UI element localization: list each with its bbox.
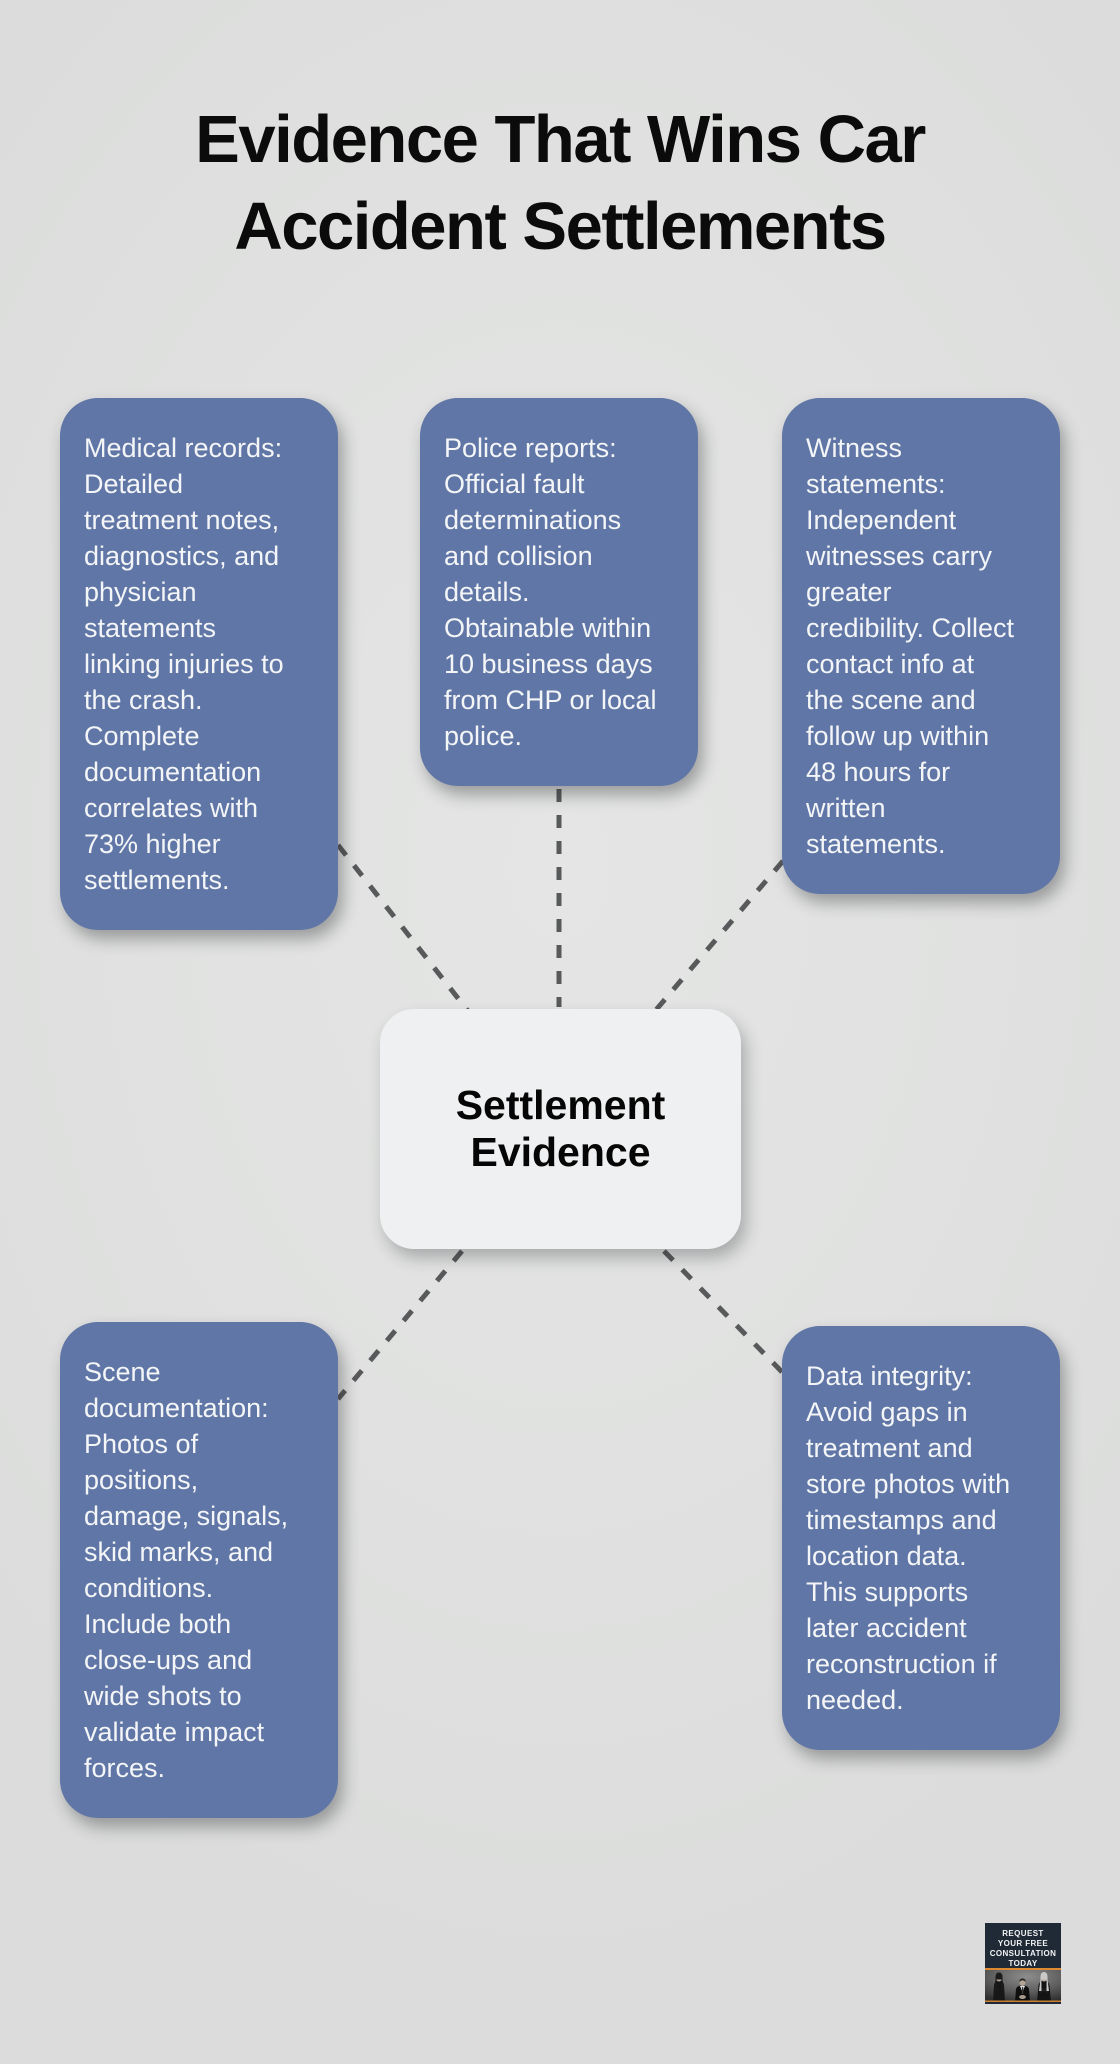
person-right [1037,1972,1051,2002]
cta-line-2: YOUR FREE [997,1938,1049,1948]
cta-line-4: TODAY [1008,1958,1038,1968]
cta-line-1: REQUEST [1002,1928,1044,1938]
connector-center-to-scene [336,1249,464,1401]
person-left [993,1972,1005,2002]
attorneys-photo [985,1970,1061,2002]
node-data-integrity: Data integrity: Avoid gaps in treatment … [782,1326,1060,1750]
cta-line-3: CONSULTATION [989,1948,1057,1958]
page-title: Evidence That Wins Car Accident Settleme… [195,102,926,264]
orange-divider [985,1968,1061,1970]
consultation-cta-text: REQUEST YOUR FREE CONSULTATION TODAY [985,1923,1061,1968]
node-witness-statements: Witness statements: Independent witnesse… [782,398,1060,894]
connector-center-to-data [662,1249,785,1375]
center-node-settlement-evidence: Settlement Evidence [380,1009,741,1249]
node-scene-documentation: Scene documentation: Photos of positions… [60,1322,338,1818]
connector-witness-to-center [653,859,785,1013]
person-center [1015,1978,1030,2002]
node-medical-records: Medical records: Detailed treatment note… [60,398,338,930]
consultation-cta-badge[interactable]: REQUEST YOUR FREE CONSULTATION TODAY [985,1923,1061,2004]
connector-medical-to-center [336,843,470,1013]
node-police-reports: Police reports: Official fault determina… [420,398,698,786]
